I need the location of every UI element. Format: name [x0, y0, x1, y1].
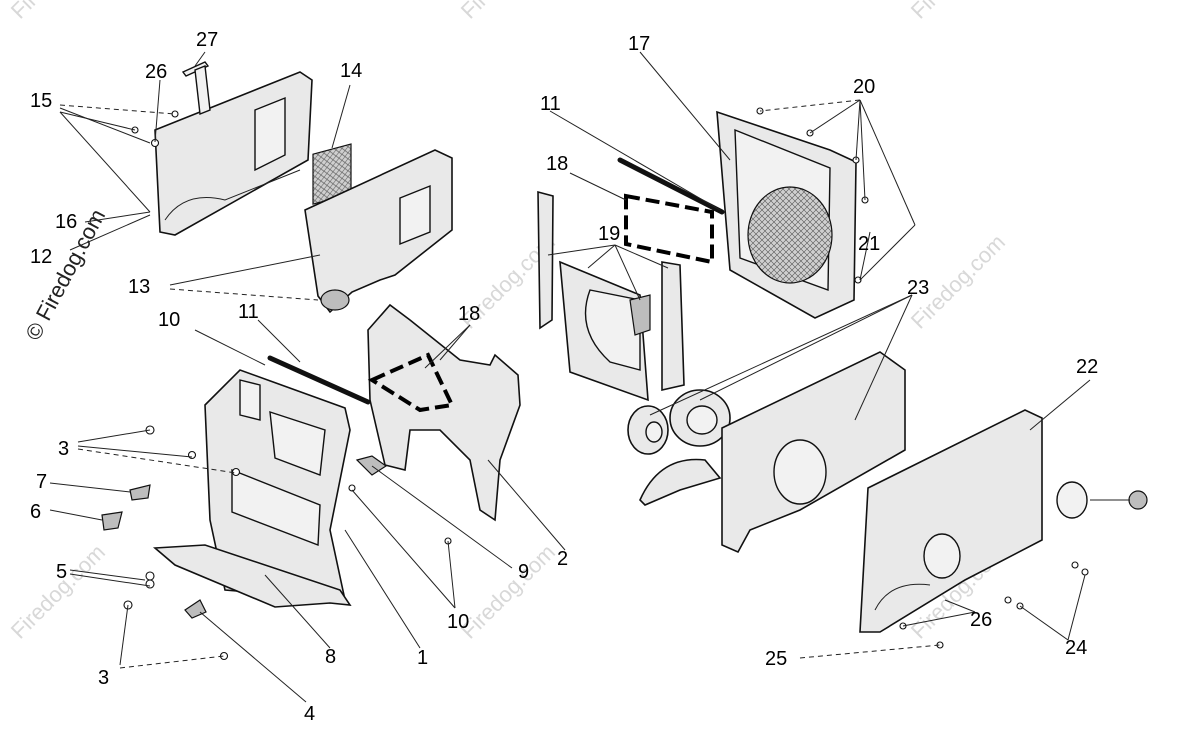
fasteners-left	[101, 110, 452, 661]
callout-26: 26	[970, 609, 992, 631]
callout-17: 17	[628, 33, 650, 55]
watermark-faint: Firedog.com	[456, 539, 560, 643]
part-13-side-cover	[304, 149, 453, 314]
callout-11: 11	[540, 93, 561, 115]
callout-10: 10	[447, 611, 469, 633]
watermark-faint: Firedog.com	[456, 0, 560, 24]
callout-7: 7	[36, 471, 47, 493]
callout-8: 8	[325, 646, 336, 668]
callout-3: 3	[98, 667, 109, 689]
callout-25: 25	[765, 648, 787, 670]
part-22-outer-panel	[859, 409, 1148, 633]
callout-24: 24	[1065, 637, 1087, 659]
callout-10: 10	[158, 309, 180, 331]
callout-labels: 1 2 3 3 4 5 6 7 8 9 10 10 11 11 12 13 14…	[30, 29, 1098, 725]
leader-lines	[49, 51, 1091, 703]
callout-26: 26	[145, 61, 167, 83]
callout-1: 1	[417, 647, 428, 669]
callout-6: 6	[30, 501, 41, 523]
part-12-side-panel	[154, 71, 313, 236]
part-19-duct	[559, 260, 651, 402]
callout-15: 15	[30, 90, 52, 112]
part-27-bracket	[181, 61, 211, 115]
part-18-gasket-left	[367, 352, 455, 413]
part-2-support-bracket	[367, 303, 521, 522]
callout-12: 12	[30, 246, 52, 268]
callout-9: 9	[518, 561, 529, 583]
callout-18: 18	[458, 303, 480, 325]
part-11-rod-left	[267, 355, 371, 405]
part-23-side-panel	[639, 351, 906, 554]
callout-11: 11	[238, 301, 259, 323]
part-19-side-strips	[537, 190, 685, 392]
callout-3: 3	[58, 438, 69, 460]
callout-5: 5	[56, 561, 67, 583]
part-17-fan-shroud	[716, 110, 857, 319]
part-9-block	[355, 455, 388, 476]
callout-2: 2	[557, 548, 568, 570]
part-18-gasket-right	[624, 193, 714, 265]
part-1-front-panel	[204, 369, 351, 601]
callout-23: 23	[907, 277, 929, 299]
callout-21: 21	[858, 233, 880, 255]
rubber-cups	[627, 389, 731, 455]
watermark-faint: Firedog.com	[906, 0, 1010, 24]
callout-13: 13	[128, 276, 150, 298]
part-8-bottom-tray	[152, 544, 352, 608]
callout-18: 18	[546, 153, 568, 175]
callout-27: 27	[196, 29, 218, 51]
callout-4: 4	[304, 703, 315, 725]
callout-20: 20	[853, 76, 875, 98]
part-11-rod-right	[617, 157, 725, 215]
callout-19: 19	[598, 223, 620, 245]
callout-14: 14	[340, 60, 362, 82]
callout-16: 16	[55, 211, 77, 233]
watermark-faint: Firedog.com	[6, 0, 110, 24]
callout-22: 22	[1076, 356, 1098, 378]
watermark-faint: Firedog.com	[6, 539, 110, 643]
